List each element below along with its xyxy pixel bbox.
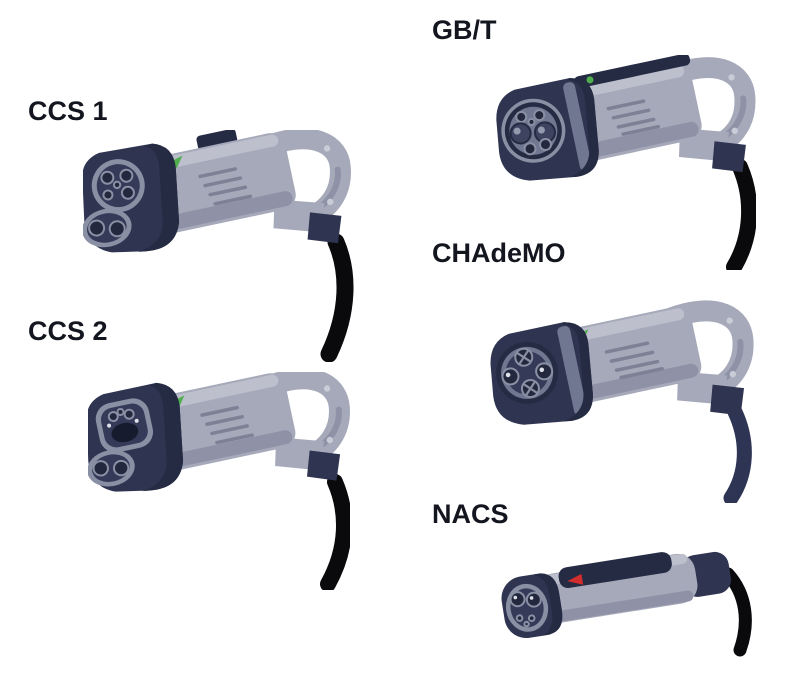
ccs2-cable-collar — [307, 450, 341, 481]
ccs2-combo-plug-icon — [88, 372, 350, 590]
ccs2-connector-head — [88, 382, 184, 492]
ccs1-connector-head — [83, 143, 180, 253]
ccs1-ac-face — [91, 159, 145, 213]
chademo-face — [496, 341, 559, 404]
chademo-label: CHAdeMO — [432, 238, 566, 268]
ccs2-ac-face — [95, 398, 154, 453]
ccs2-dc-face — [88, 449, 135, 487]
nacs-plug-icon — [501, 551, 752, 657]
nacs-connector-head — [501, 573, 563, 639]
gbt-top-strip — [574, 55, 691, 89]
ccs1-combo-plug-icon — [83, 130, 354, 362]
chademo-connector-head — [490, 322, 593, 425]
nacs-label: NACS — [432, 499, 509, 529]
chademo-cable — [723, 404, 752, 503]
gbt-label: GB/T — [432, 15, 497, 45]
nacs-top-panel — [558, 552, 672, 589]
ccs2-label: CCS 2 — [28, 316, 108, 346]
chademo-plug-icon — [490, 300, 754, 503]
ccs1-dc-face — [83, 208, 132, 248]
chademo-grip-vents — [604, 341, 664, 380]
ccs2-cable — [320, 474, 350, 590]
ccs1-green-indicator — [168, 155, 183, 169]
gbt-connector-head — [496, 78, 599, 181]
nacs-cable — [721, 567, 752, 657]
ccs1-grip-vents — [198, 167, 253, 206]
gbt-grip-vents — [606, 99, 660, 136]
gbt-cable-collar — [712, 141, 746, 173]
nacs-body — [536, 552, 698, 624]
nacs-face — [505, 583, 549, 632]
ccs1-body — [140, 133, 296, 235]
ccs2-grip-vents — [200, 405, 254, 445]
gbt-plug-icon — [496, 55, 756, 270]
nacs-red-indicator — [567, 573, 584, 585]
gbt-green-indicator — [586, 76, 594, 84]
gbt-cable — [726, 159, 756, 270]
ccs1-label: CCS 1 — [28, 96, 108, 126]
gbt-face — [501, 98, 566, 163]
chademo-cable-collar — [710, 384, 745, 416]
ccs1-cable — [320, 233, 354, 362]
ccs1-cable-collar — [307, 212, 342, 244]
